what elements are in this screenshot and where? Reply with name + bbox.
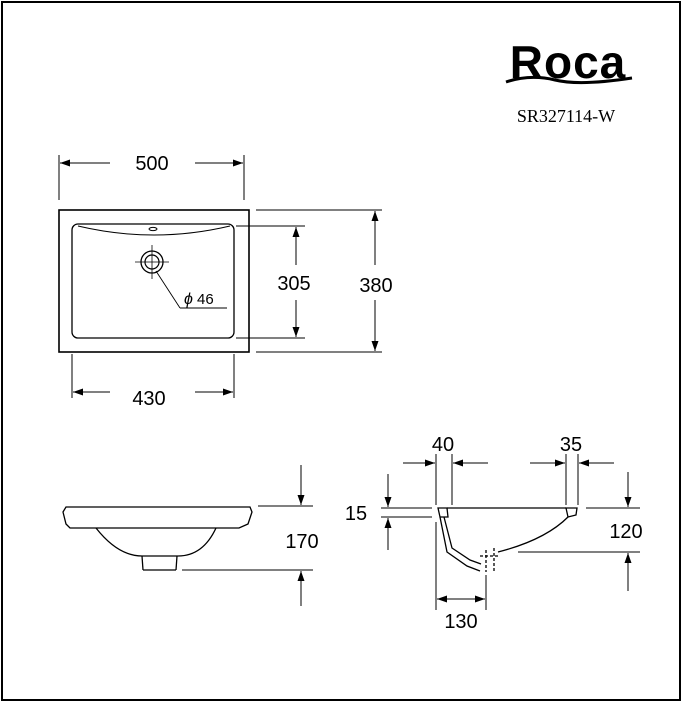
dimension-430-label: 430 — [132, 388, 165, 410]
top-view — [58, 209, 250, 353]
dimension-170-label: 170 — [285, 531, 318, 553]
dimension-35-label: 35 — [560, 434, 582, 456]
dimension-305 — [236, 225, 305, 339]
dimension-15-label: 15 — [345, 503, 367, 525]
drain-diameter-symbol: ϕ — [184, 291, 193, 308]
basin-outline-top — [58, 209, 250, 353]
side-view — [437, 507, 578, 572]
dimension-120-label: 120 — [609, 521, 642, 543]
dimension-500-label: 500 — [135, 153, 168, 175]
dimension-40 — [403, 454, 488, 505]
front-view — [62, 506, 253, 571]
dimension-170 — [182, 465, 313, 606]
dimension-35 — [530, 454, 614, 505]
dimension-305-label: 305 — [277, 273, 310, 295]
dimension-130-label: 130 — [444, 611, 477, 633]
dimension-500 — [58, 155, 245, 200]
dimension-430 — [71, 354, 235, 398]
svg-text:Roca: Roca — [510, 36, 626, 88]
roca-logo: Roca — [505, 36, 633, 88]
bowl-outline-top — [71, 223, 235, 339]
dimension-380-label: 380 — [359, 275, 392, 297]
dimension-15 — [381, 474, 432, 550]
dimension-380 — [256, 209, 382, 353]
dimension-40-label: 40 — [432, 434, 454, 456]
drain-diameter-label: 46 — [197, 291, 214, 308]
dimension-130 — [435, 522, 487, 610]
dimension-120 — [518, 472, 640, 591]
model-code: SR327114-W — [517, 106, 615, 126]
